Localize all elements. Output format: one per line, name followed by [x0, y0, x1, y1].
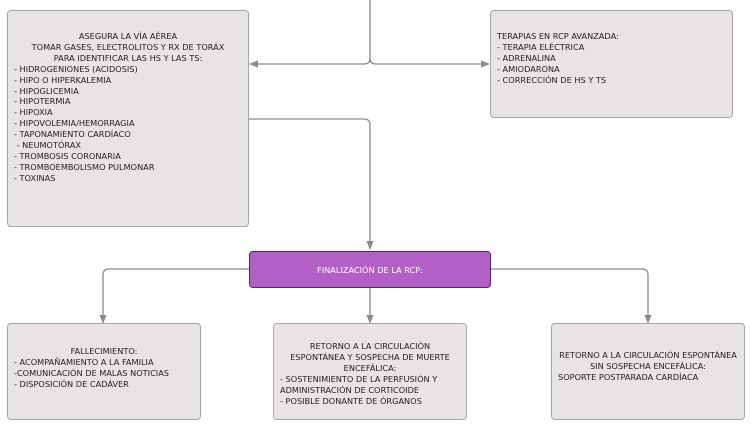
death-box-title: FALLECIMIENTO: — [70, 346, 138, 356]
death-box: FALLECIMIENTO: - ACOMPAÑAMIENTO A LA FAM… — [7, 323, 201, 420]
rosc-box: RETORNO A LA CIRCULACIÓN ESPONTÁNEA SIN … — [551, 323, 745, 420]
airway-list-item: - TAPONAMIENTO CARDÍACO — [14, 129, 131, 140]
end-of-cpr-box: FINALIZACIÓN DE LA RCP: — [249, 251, 491, 288]
rosc-brain-death-list-item: - SOSTENIMIENTO DE LA PERFUSIÓN Y ADMINI… — [280, 373, 438, 395]
end-of-cpr-title: FINALIZACIÓN DE LA RCP: — [317, 264, 423, 275]
connector-top-to-therapy — [369, 57, 490, 68]
airway-list-item: - TOXINAS — [14, 172, 56, 183]
connector-end-to-rosc — [491, 268, 652, 324]
connector-top-to-airway — [249, 0, 371, 68]
rosc-box-text: SOPORTE POSTPARADA CARDÍACA — [558, 371, 699, 382]
rosc-brain-death-items-list: - SOSTENIMIENTO DE LA PERFUSIÓN Y ADMINI… — [280, 374, 460, 407]
connector-end-to-death — [99, 268, 249, 324]
airway-box: ASEGURA LA VÍA AÉREA TOMAR GASES, ELECTR… — [7, 10, 249, 227]
rosc-brain-death-list-item: - POSIBLE DONANTE DE ÓRGANOS — [280, 395, 422, 406]
therapy-list-item: - AMIODARONA — [497, 63, 560, 74]
death-list-item: - ACOMPAÑAMIENTO A LA FAMILIA — [14, 356, 154, 367]
airway-box-title: ASEGURA LA VÍA AÉREA — [78, 31, 178, 41]
rosc-brain-death-box: RETORNO A LA CIRCULACIÓN ESPONTÁNEA Y SO… — [273, 323, 467, 420]
airway-list-item: - HIPO O HIPERKALEMIA — [14, 74, 112, 85]
death-items-list: - ACOMPAÑAMIENTO A LA FAMILIA-COMUNICACI… — [14, 357, 194, 390]
therapy-box: TERAPIAS EN RCP AVANZADA: - TERAPIA ELÉC… — [490, 10, 733, 118]
therapy-items-list: - TERAPIA ELÉCTRICA- ADRENALINA- AMIODAR… — [497, 42, 726, 86]
airway-list-item: - HIPOVOLEMIA/HEMORRAGIA — [14, 118, 135, 129]
airway-list-item: - TROMBOEMBOLISMO PULMONAR — [14, 161, 155, 172]
death-list-item: -COMUNICACIÓN DE MALAS NOTICIAS — [14, 367, 169, 378]
rosc-brain-death-title: RETORNO A LA CIRCULACIÓN ESPONTÁNEA Y SO… — [290, 341, 450, 373]
therapy-list-item: - CORRECCIÓN DE HS Y TS — [497, 74, 607, 85]
therapy-list-item: - TERAPIA ELÉCTRICA — [497, 41, 585, 52]
airway-list-item: - HIPOGLICEMIA — [14, 85, 79, 96]
airway-items-list: - HIDROGENIONES (ACIDOSIS)- HIPO O HIPER… — [14, 64, 242, 184]
therapy-list-item: - ADRENALINA — [497, 52, 556, 63]
airway-box-subtitle: TOMAR GASES, ELECTROLITOS Y RX DE TORÁX … — [31, 41, 225, 63]
airway-list-item: - TROMBOSIS CORONARIA — [14, 150, 121, 161]
connector-airway-to-end — [249, 118, 374, 250]
death-list-item: - DISPOSICIÓN DE CADÁVER — [14, 378, 129, 389]
rosc-box-title: RETORNO A LA CIRCULACIÓN ESPONTÁNEA SIN … — [559, 350, 737, 371]
airway-list-item: - NEUMOTÓRAX — [14, 140, 81, 151]
airway-list-item: - HIPOTERMIA — [14, 96, 71, 107]
therapy-box-title: TERAPIAS EN RCP AVANZADA: — [497, 31, 619, 41]
airway-list-item: - HIPOXIA — [14, 107, 53, 118]
airway-list-item: - HIDROGENIONES (ACIDOSIS) — [14, 63, 138, 74]
